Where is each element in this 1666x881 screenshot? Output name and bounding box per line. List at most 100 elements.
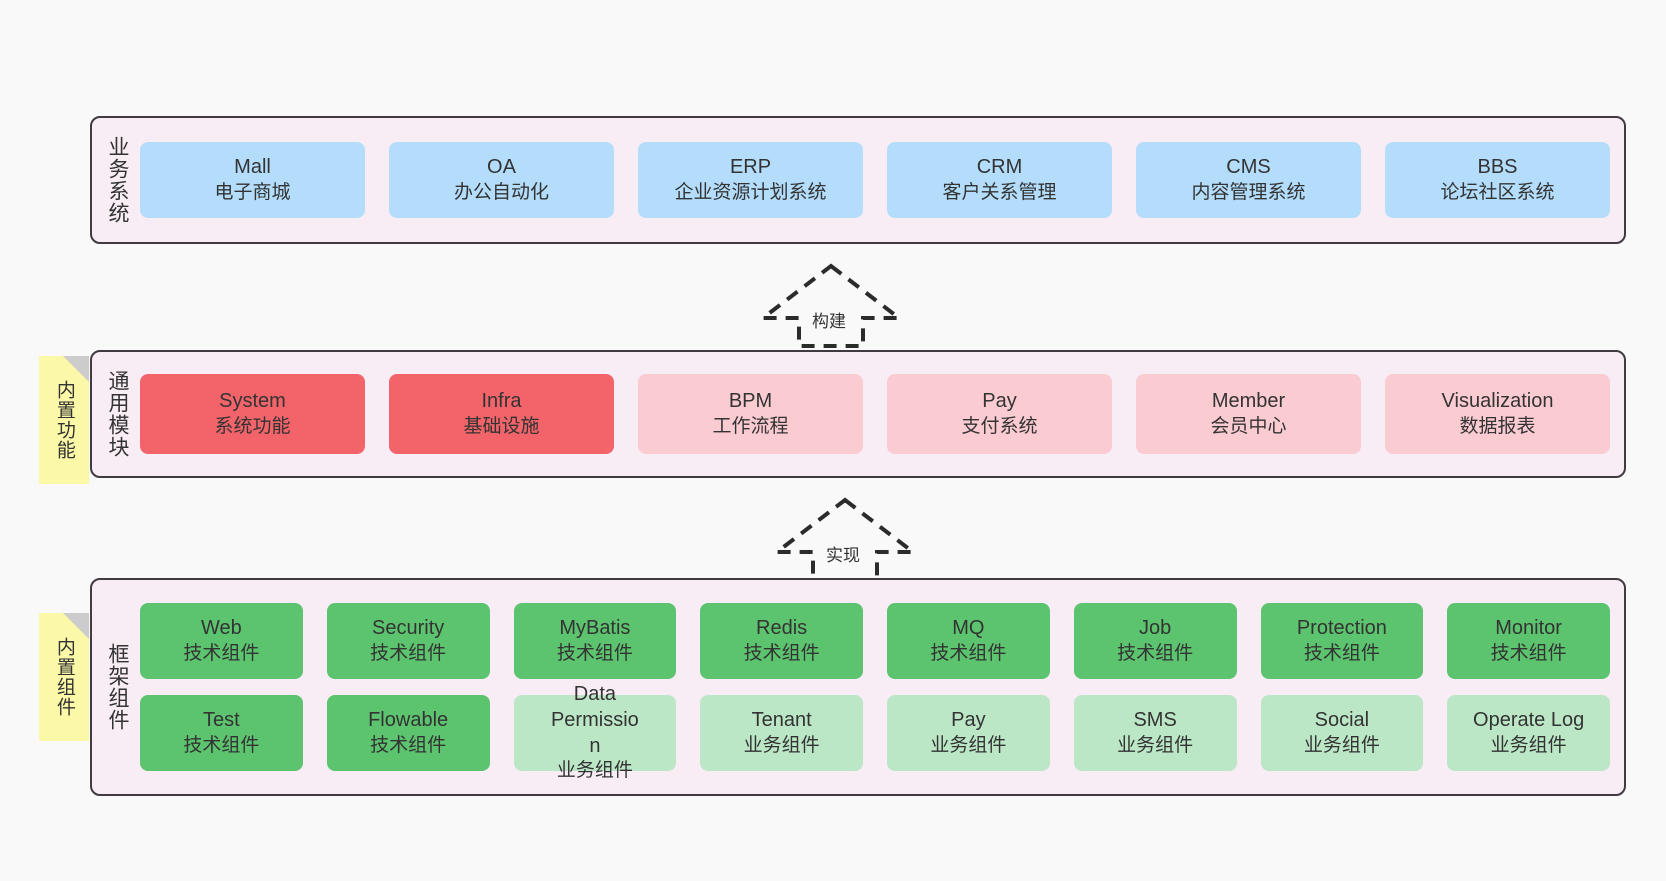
note-builtin-components: 内置组件: [39, 613, 89, 741]
card-subtitle: 工作流程: [712, 415, 789, 437]
layer-body-common-modules: System 系统功能 Infra 基础设施 BPM 工作流程 Pay 支付系统…: [138, 352, 1624, 476]
layer-label-business-system: 业务系统: [105, 136, 129, 224]
card-data-permission[interactable]: Data Permission 业务组件: [513, 683, 677, 781]
card-row: Web 技术组件 Security 技术组件 MyBatis 技术组件 Redi…: [140, 603, 1610, 679]
card-subtitle: 基础设施: [463, 415, 540, 437]
card-social[interactable]: Social 业务组件: [1260, 695, 1424, 771]
card-subtitle: 业务组件: [1303, 734, 1380, 756]
card-title: Infra: [481, 390, 522, 413]
card-title: MyBatis: [559, 617, 631, 640]
card-tenant[interactable]: Tenant 业务组件: [700, 695, 863, 771]
layer-body-framework-components: Web 技术组件 Security 技术组件 MyBatis 技术组件 Redi…: [138, 580, 1624, 794]
card-title: OA: [487, 156, 516, 179]
card-test[interactable]: Test 技术组件: [140, 695, 303, 771]
card-pay-business[interactable]: Pay 业务组件: [887, 695, 1050, 771]
card-visualization[interactable]: Visualization 数据报表: [1385, 374, 1610, 454]
card-title: Security: [372, 617, 445, 640]
card-subtitle: 业务组件: [1117, 734, 1194, 756]
connector-implement-label: 实现: [826, 546, 860, 565]
card-title: BPM: [728, 390, 773, 413]
card-cms[interactable]: CMS 内容管理系统: [1136, 142, 1361, 218]
card-monitor[interactable]: Monitor 技术组件: [1447, 603, 1610, 679]
card-title: MQ: [952, 617, 985, 640]
card-subtitle: 技术组件: [1490, 642, 1567, 664]
card-crm[interactable]: CRM 客户关系管理: [887, 142, 1112, 218]
card-subtitle: 办公自动化: [453, 181, 549, 203]
card-flowable[interactable]: Flowable 技术组件: [326, 695, 490, 771]
layer-common-modules: 通用模块 System 系统功能 Infra 基础设施 BPM 工作流程 Pay: [90, 350, 1626, 478]
card-mybatis[interactable]: MyBatis 技术组件: [513, 603, 677, 679]
card-title: System: [219, 390, 286, 413]
card-title: Test: [203, 709, 240, 732]
card-row: Test 技术组件 Flowable 技术组件 Data Permission …: [140, 683, 1610, 781]
layer-business-system: 业务系统 Mall 电子商城 OA 办公自动化 ERP 企业资源计划系统 CRM: [90, 116, 1626, 244]
card-subtitle: 技术组件: [1117, 642, 1194, 664]
card-title: Pay: [951, 709, 986, 732]
card-subtitle: 企业资源计划系统: [674, 181, 827, 203]
card-subtitle: 业务组件: [930, 734, 1007, 756]
card-subtitle: 系统功能: [214, 415, 291, 437]
card-title: Redis: [756, 617, 808, 640]
card-mq[interactable]: MQ 技术组件: [887, 603, 1050, 679]
card-pay[interactable]: Pay 支付系统: [887, 374, 1112, 454]
card-operate-log[interactable]: Operate Log 业务组件: [1447, 695, 1610, 771]
card-title: Mall: [234, 156, 271, 179]
layer-framework-components: 框架组件 Web 技术组件 Security 技术组件 MyBatis 技术组件…: [90, 578, 1626, 796]
card-redis[interactable]: Redis 技术组件: [700, 603, 863, 679]
note-fold-icon: [63, 356, 89, 382]
card-row: System 系统功能 Infra 基础设施 BPM 工作流程 Pay 支付系统…: [140, 374, 1610, 454]
card-title: Pay: [982, 390, 1017, 413]
card-infra[interactable]: Infra 基础设施: [389, 374, 614, 454]
card-system[interactable]: System 系统功能: [140, 374, 365, 454]
card-title: BBS: [1477, 156, 1518, 179]
card-bbs[interactable]: BBS 论坛社区系统: [1385, 142, 1610, 218]
connector-build: 构建: [757, 262, 905, 348]
card-subtitle: 电子商城: [214, 181, 291, 203]
card-title: Tenant: [751, 709, 812, 732]
card-oa[interactable]: OA 办公自动化: [389, 142, 614, 218]
card-title: Data Permission: [550, 683, 639, 757]
card-subtitle: 技术组件: [370, 642, 447, 664]
card-row: Mall 电子商城 OA 办公自动化 ERP 企业资源计划系统 CRM 客户关系…: [140, 142, 1610, 218]
note-label: 内置功能: [53, 380, 75, 460]
card-mall[interactable]: Mall 电子商城: [140, 142, 365, 218]
card-title: Web: [200, 617, 242, 640]
card-title: Visualization: [1441, 390, 1554, 413]
card-protection[interactable]: Protection 技术组件: [1260, 603, 1424, 679]
card-subtitle: 业务组件: [556, 760, 633, 782]
card-subtitle: 技术组件: [370, 734, 447, 756]
card-subtitle: 数据报表: [1459, 415, 1536, 437]
card-subtitle: 业务组件: [743, 734, 820, 756]
card-sms[interactable]: SMS 业务组件: [1073, 695, 1237, 771]
card-title: Member: [1211, 390, 1286, 413]
card-erp[interactable]: ERP 企业资源计划系统: [638, 142, 863, 218]
card-title: Job: [1139, 617, 1172, 640]
card-subtitle: 内容管理系统: [1191, 181, 1306, 203]
card-title: ERP: [729, 156, 772, 179]
card-subtitle: 技术组件: [183, 734, 260, 756]
note-fold-icon: [63, 613, 89, 639]
connector-build-label: 构建: [812, 312, 846, 331]
note-label: 内置组件: [53, 637, 75, 717]
card-security[interactable]: Security 技术组件: [326, 603, 490, 679]
card-title: CRM: [976, 156, 1023, 179]
card-web[interactable]: Web 技术组件: [140, 603, 303, 679]
card-bpm[interactable]: BPM 工作流程: [638, 374, 863, 454]
card-title: Flowable: [368, 709, 449, 732]
card-subtitle: 技术组件: [183, 642, 260, 664]
card-subtitle: 会员中心: [1210, 415, 1287, 437]
card-subtitle: 技术组件: [1303, 642, 1380, 664]
card-title: Protection: [1296, 617, 1387, 640]
card-job[interactable]: Job 技术组件: [1073, 603, 1237, 679]
card-title: Operate Log: [1473, 709, 1585, 732]
layer-label-common-modules: 通用模块: [105, 370, 129, 458]
card-member[interactable]: Member 会员中心: [1136, 374, 1361, 454]
card-subtitle: 客户关系管理: [942, 181, 1057, 203]
card-subtitle: 支付系统: [961, 415, 1038, 437]
card-title: Monitor: [1495, 617, 1562, 640]
note-builtin-features: 内置功能: [39, 356, 89, 484]
card-title: Social: [1314, 709, 1370, 732]
layer-body-business-system: Mall 电子商城 OA 办公自动化 ERP 企业资源计划系统 CRM 客户关系…: [138, 118, 1624, 242]
card-subtitle: 技术组件: [556, 642, 633, 664]
